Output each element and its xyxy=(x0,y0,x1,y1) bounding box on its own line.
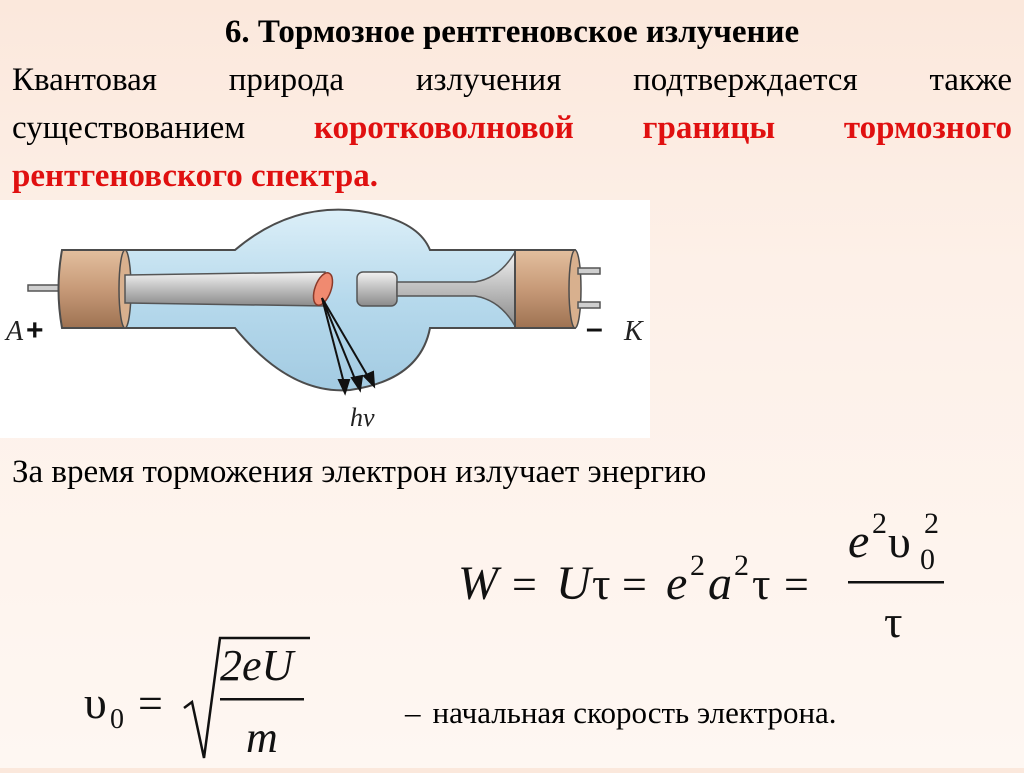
formula-v-upsilon: υ xyxy=(84,677,107,728)
energy-formula: W = U τ = e 2 a 2 τ = e 2 υ 2 0 τ xyxy=(450,505,970,655)
xray-tube-figure: A + – K hν xyxy=(0,200,650,438)
intro-line-2-text: существованием xyxy=(12,110,314,146)
formula-v-sqrt-sign xyxy=(183,636,310,759)
photon-arrows xyxy=(321,297,376,396)
formula-w-e: e xyxy=(666,557,687,610)
intro-highlight-1: коротковолновой границы тормозного xyxy=(313,110,1012,146)
anode-plus-sign: + xyxy=(26,314,44,347)
photon-label: hν xyxy=(350,403,375,432)
anode-letter: A xyxy=(4,316,24,347)
formula-w-eq2: = xyxy=(622,560,647,609)
velocity-note: –начальная скорость электрона. xyxy=(405,693,837,733)
velocity-formula: υ 0 = 2eU m xyxy=(80,628,330,768)
formula-v-numerator: 2eU xyxy=(220,641,297,690)
formula-w-e-sup: 2 xyxy=(690,549,705,582)
formula-w-u: U xyxy=(556,557,594,610)
formula-w-a-sup: 2 xyxy=(734,549,749,582)
formula-w-num-upsilon-sup: 2 xyxy=(924,507,939,540)
formula-w-tau2: τ xyxy=(752,558,771,609)
anode-target-spot xyxy=(312,272,334,306)
anode-rod xyxy=(124,271,326,307)
formula-v-denominator: m xyxy=(246,713,278,762)
intro-highlight-2: рентгеновского спектра. xyxy=(12,158,379,194)
formula-v-fraction-bar xyxy=(220,698,304,701)
xray-tube-diagram: A + – K hν xyxy=(4,208,644,432)
formula-w-eq3: = xyxy=(784,560,809,609)
cathode-pin-top xyxy=(577,267,601,275)
formula-w-num-e: e xyxy=(848,515,869,568)
formula-w-a: a xyxy=(708,557,732,610)
cathode-cup xyxy=(356,271,398,307)
intro-line-2: существованием коротковолновой границы т… xyxy=(12,104,1012,152)
slide-title: 6. Тормозное рентгеновское излучение xyxy=(224,14,800,50)
formula-w-num-upsilon: υ xyxy=(888,516,911,567)
note-dash: – xyxy=(405,695,421,730)
cathode-letter: K xyxy=(623,316,644,347)
intro-paragraph: Квантовая природа излучения подтверждает… xyxy=(12,56,1012,200)
formula-w-tau1: τ xyxy=(592,558,611,609)
cathode-cap-face xyxy=(568,249,582,329)
formula-v-sub: 0 xyxy=(110,704,124,735)
formula-w-num-upsilon-sub: 0 xyxy=(920,543,935,576)
formula-v-eq: = xyxy=(138,679,163,728)
energy-paragraph: За время торможения электрон излучает эн… xyxy=(12,454,707,490)
intro-line-1: Квантовая природа излучения подтверждает… xyxy=(12,62,1012,98)
formula-w-num-e-sup: 2 xyxy=(872,507,887,540)
glass-envelope xyxy=(124,208,561,392)
cathode-pin-bottom xyxy=(577,301,601,309)
anode-cap xyxy=(57,249,126,329)
formula-w-den-tau: τ xyxy=(884,596,903,647)
formula-w-letter: W xyxy=(458,557,502,610)
formula-w-eq1: = xyxy=(512,560,537,609)
cathode-minus-sign: – xyxy=(586,312,603,345)
note-text: начальная скорость электрона. xyxy=(432,695,837,730)
formula-w-fraction-bar xyxy=(848,581,944,584)
